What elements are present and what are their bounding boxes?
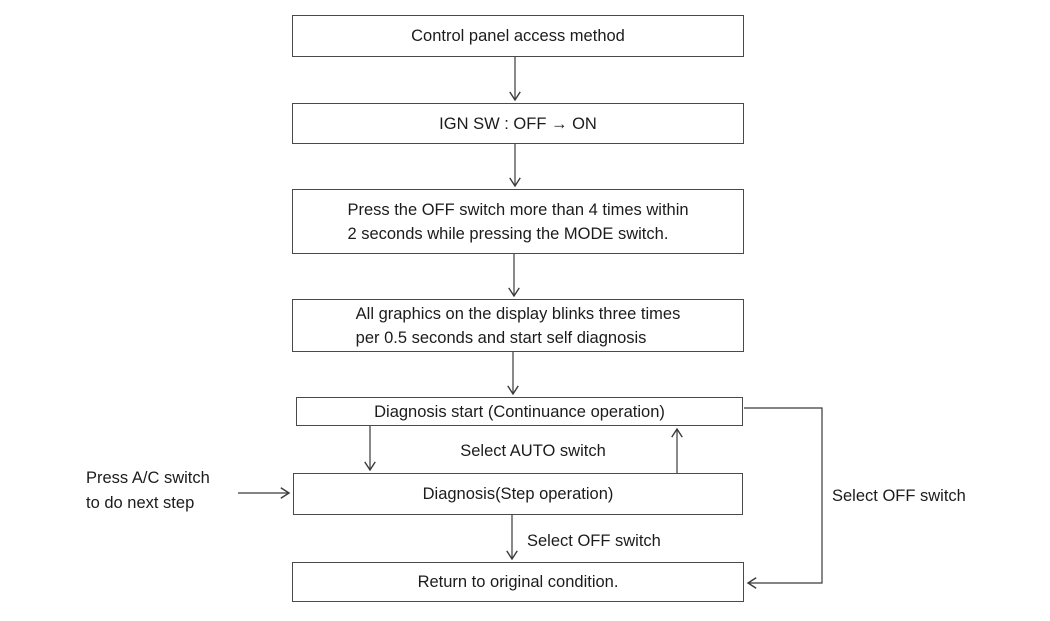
flow-box-label-line1: Press the OFF switch more than 4 times w… (347, 200, 689, 219)
flow-box-label: Diagnosis start (Continuance operation) (374, 402, 665, 421)
edge-label-press-ac-line1: Press A/C switch (86, 469, 210, 487)
flow-box-label: IGN SW : OFF → ON (439, 114, 597, 133)
flow-box-graphics-blink: All graphics on the display blinks three… (292, 299, 744, 352)
edge-label-select-off-switch-step: Select OFF switch (527, 532, 661, 550)
flow-box-control-panel-access: Control panel access method (292, 15, 744, 57)
flow-box-label: Diagnosis(Step operation) (422, 485, 614, 503)
flow-box-press-off-switch: Press the OFF switch more than 4 times w… (292, 189, 744, 254)
flow-box-return-original: Return to original condition. (292, 562, 744, 602)
flow-box-diagnosis-step: Diagnosis(Step operation) (293, 473, 743, 515)
flow-box-label: Press the OFF switch more than 4 times w… (347, 198, 688, 246)
flow-box-label: Control panel access method (411, 27, 625, 45)
edge-label-select-off-switch-feedback: Select OFF switch (832, 487, 966, 505)
flow-box-diagnosis-start: Diagnosis start (Continuance operation) (296, 397, 743, 426)
edge-label-press-ac-switch: Press A/C switch to do next step (86, 466, 210, 516)
flow-box-label: All graphics on the display blinks three… (356, 302, 681, 350)
edge-label-press-ac-line2: to do next step (86, 494, 195, 512)
arrow-box5-feedback-to-box7 (744, 407, 823, 589)
edge-label-select-auto-switch: Select AUTO switch (460, 442, 606, 460)
flow-box-ign-sw: IGN SW : OFF → ON (292, 103, 744, 144)
flow-box-label-line2: 2 seconds while pressing the MODE switch… (347, 224, 669, 243)
flow-box-label-line1: All graphics on the display blinks three… (355, 304, 681, 323)
flow-box-label-line2: per 0.5 seconds and start self diagnosis (355, 328, 647, 347)
flow-box-label: Return to original condition. (417, 573, 619, 591)
